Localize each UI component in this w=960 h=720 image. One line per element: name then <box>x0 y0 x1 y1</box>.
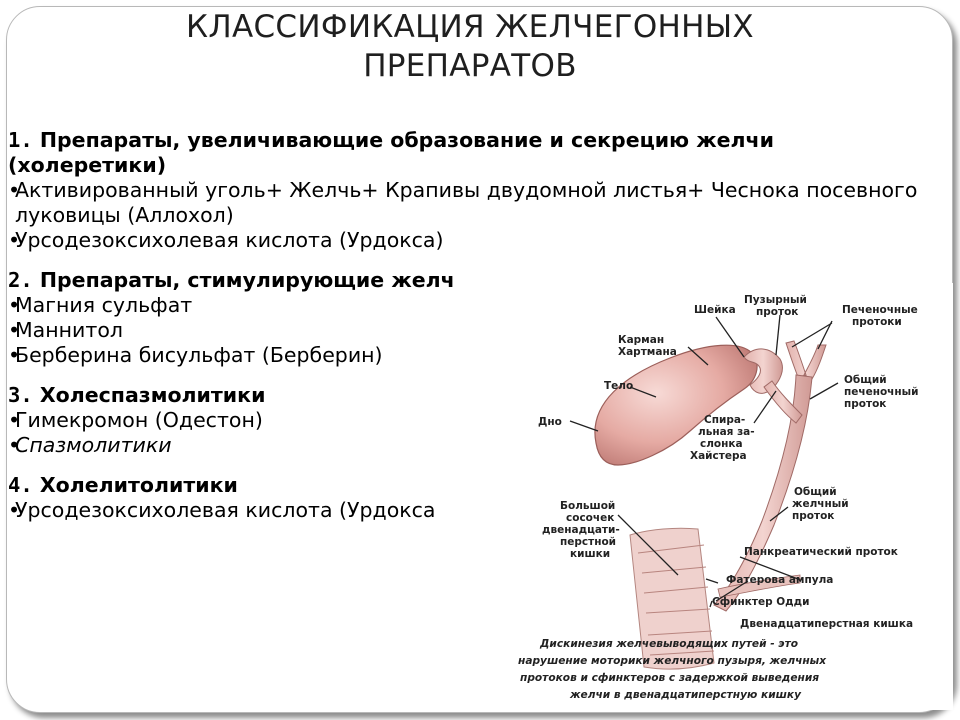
list-item-text: Маннитол <box>15 318 123 342</box>
section-4-number: 4. <box>8 473 33 497</box>
label-papilla-1: Большой <box>560 500 615 512</box>
label-papilla-2: сосочек <box>566 512 614 524</box>
section-4: 4. Холелитолитики •Урсодезоксихолевая ки… <box>8 473 938 523</box>
section-2-number: 2. <box>8 268 33 292</box>
list-item: •Урсодезоксихолевая кислота (Урдокса <box>8 498 938 523</box>
duodenum-folds <box>637 544 715 656</box>
section-4-heading: 4. Холелитолитики <box>8 473 938 498</box>
section-2-heading-text: Препараты, стимулирующие желч <box>39 268 455 292</box>
label-fundus: Дно <box>538 416 562 428</box>
label-papilla-5: кишки <box>570 548 610 560</box>
list-item-text: Гимекромон (Одестон) <box>15 408 263 432</box>
label-duodenum: Двенадцатиперстная кишка <box>740 618 913 630</box>
list-item: •Активированный уголь+ Желчь+ Крапивы дв… <box>8 178 938 228</box>
list-item: •Урсодезоксихолевая кислота (Урдокса) <box>8 228 938 253</box>
bullet: • <box>8 408 21 432</box>
label-heister-2: льная за- <box>698 426 755 438</box>
duodenum-wall-shape <box>629 527 715 670</box>
label-cystic-duct-2: проток <box>756 306 798 318</box>
label-pancreatic: Панкреатический проток <box>744 546 898 558</box>
section-4-heading-text: Холелитолитики <box>39 473 238 497</box>
list-item-text: Магния сульфат <box>15 293 193 317</box>
cystic-junction-shape <box>763 380 803 424</box>
list-item: •Берберина бисульфат (Берберин) <box>8 343 938 368</box>
list-item-text: Спазмолитики <box>15 433 172 457</box>
list-item-text: Урсодезоксихолевая кислота (Урдокса <box>15 498 436 522</box>
anatomy-illustration: Шейка Пузырный проток Печеночные протоки… <box>518 283 953 710</box>
label-common-bile-1: Общий <box>794 486 837 498</box>
section-3-heading: 3. Холеспазмолитики <box>8 383 938 408</box>
bullet: • <box>8 293 21 317</box>
label-common-hepatic-3: проток <box>844 398 886 410</box>
label-heister-4: Хайстера <box>690 450 747 462</box>
label-hepatic-ducts-1: Печеночные <box>842 304 918 316</box>
label-oddi: Сфинктер Одди <box>712 596 809 608</box>
list-item-text: Урсодезоксихолевая кислота (Урдокса) <box>15 228 444 252</box>
list-item: •Маннитол <box>8 318 938 343</box>
label-body: Тело <box>604 380 633 392</box>
list-item-text: Берберина бисульфат (Берберин) <box>15 343 383 367</box>
slide-title: КЛАССИФИКАЦИЯ ЖЕЛЧЕГОННЫХ ПРЕПАРАТОВ <box>60 8 880 86</box>
section-1-heading: 1. Препараты, увеличивающие образование … <box>8 128 938 178</box>
title-line-1: КЛАССИФИКАЦИЯ ЖЕЛЧЕГОННЫХ <box>186 9 754 45</box>
bullet: • <box>8 178 21 202</box>
list-item-text: Активированный уголь+ Желчь+ Крапивы дву… <box>15 178 918 227</box>
bullet: • <box>8 228 21 252</box>
caption-line-2: нарушение моторики желчного пузыря, желч… <box>518 655 827 667</box>
label-common-hepatic-1: Общий <box>844 374 887 386</box>
label-papilla-3: двенадцати- <box>542 524 620 536</box>
caption-line-4: желчи в двенадцатиперстную кишку <box>569 689 802 701</box>
slide-body: 1. Препараты, увеличивающие образование … <box>8 128 938 538</box>
label-heister-1: Спира- <box>704 414 745 426</box>
label-ampulla: Фатерова ампула <box>726 574 833 586</box>
bullet: • <box>8 343 21 367</box>
diagram-caption: Дискинезия желчевыводящих путей - это на… <box>518 638 827 701</box>
section-2-heading: 2. Препараты, стимулирующие желч <box>8 268 938 293</box>
label-common-hepatic-2: печеночный <box>844 386 919 398</box>
label-heister-3: слонка <box>700 438 743 450</box>
caption-line-1: Дискинезия желчевыводящих путей - это <box>539 638 798 650</box>
pointer-lines <box>569 314 839 608</box>
bullet: • <box>8 433 21 457</box>
section-3: 3. Холеспазмолитики •Гимекромон (Одестон… <box>8 383 938 458</box>
title-line-2: ПРЕПАРАТОВ <box>363 48 577 84</box>
gallbladder-shape <box>594 344 758 466</box>
list-item: •Магния сульфат <box>8 293 938 318</box>
section-3-heading-text: Холеспазмолитики <box>39 383 266 407</box>
label-hepatic-ducts-2: протоки <box>852 316 902 328</box>
bullet: • <box>8 498 21 522</box>
list-item: •Гимекромон (Одестон) <box>8 408 938 433</box>
label-hartmann-1: Карман <box>618 334 664 346</box>
bullet: • <box>8 318 21 342</box>
common-bile-duct-shape <box>713 374 813 612</box>
section-3-number: 3. <box>8 383 33 407</box>
label-papilla-4: перстной <box>560 536 616 548</box>
gallbladder-diagram: Шейка Пузырный проток Печеночные протоки… <box>518 294 919 701</box>
label-common-bile-2: желчный <box>792 498 849 510</box>
label-neck: Шейка <box>694 304 736 316</box>
section-2: 2. Препараты, стимулирующие желч •Магния… <box>8 268 938 368</box>
label-common-bile-3: проток <box>792 510 834 522</box>
section-1-heading-text: Препараты, увеличивающие образование и с… <box>8 128 774 177</box>
section-1: 1. Препараты, увеличивающие образование … <box>8 128 938 253</box>
label-hartmann-2: Хартмана <box>618 346 677 358</box>
diagram-labels: Шейка Пузырный проток Печеночные протоки… <box>538 294 919 630</box>
caption-line-3: протоков и сфинктеров с задержкой выведе… <box>520 672 819 684</box>
label-cystic-duct-1: Пузырный <box>744 294 807 306</box>
section-1-number: 1. <box>8 128 33 152</box>
list-item: •Спазмолитики <box>8 433 938 458</box>
